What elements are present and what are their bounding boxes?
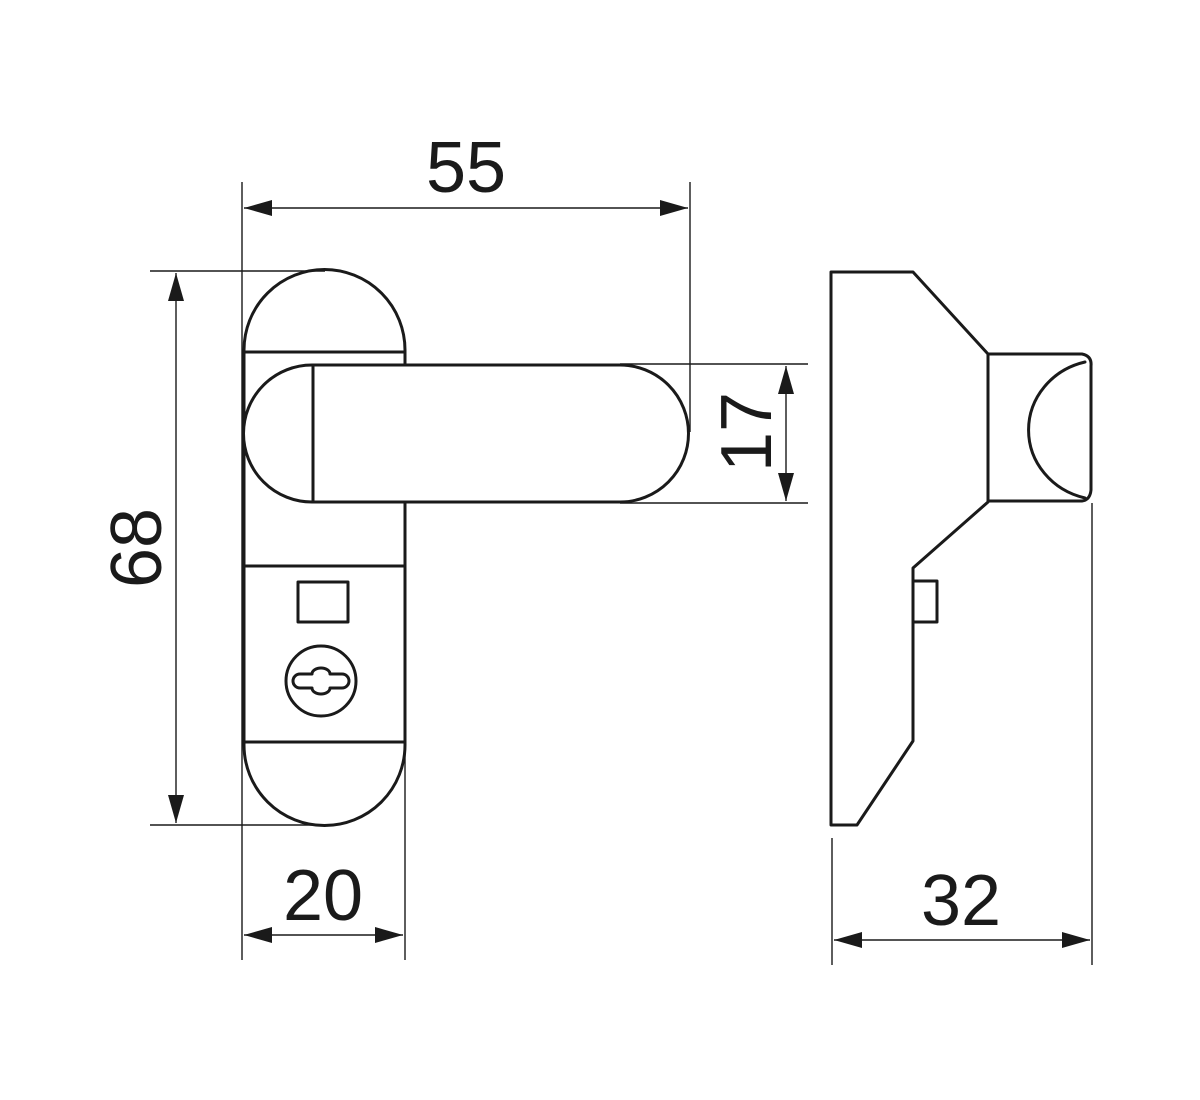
- side-latch-tab: [911, 579, 939, 624]
- side-handle-stub: [986, 352, 1093, 503]
- dimension-17: 17: [620, 363, 808, 504]
- arrow-17-top: [778, 366, 794, 394]
- dimension-label-68: 68: [97, 508, 177, 588]
- dimension-label-17: 17: [707, 392, 787, 472]
- arrow-55-left: [244, 200, 272, 216]
- keyhole-icon: [291, 666, 351, 696]
- arrow-20-left: [244, 927, 272, 943]
- arrow-32-right: [1062, 932, 1090, 948]
- dimension-20: 20: [244, 745, 406, 960]
- arrow-55-right: [660, 200, 688, 216]
- dimension-label-55: 55: [426, 128, 506, 208]
- dimension-55: 55: [241, 128, 691, 960]
- lock-indicator-square: [296, 580, 350, 624]
- side-handle-scoop: [1027, 360, 1087, 500]
- arrow-32-left: [834, 932, 862, 948]
- dimension-32: 32: [831, 503, 1093, 965]
- arrow-17-bottom: [778, 473, 794, 501]
- front-view: [242, 268, 690, 827]
- dimension-label-32: 32: [921, 861, 1001, 941]
- dimension-label-20: 20: [283, 856, 363, 936]
- lever-handle: [242, 363, 690, 504]
- arrow-20-right: [375, 927, 403, 943]
- side-body: [829, 270, 990, 827]
- dimension-68: 68: [97, 270, 325, 826]
- key-cylinder: [284, 644, 358, 718]
- arrow-68-top: [168, 273, 184, 301]
- arrow-68-bottom: [168, 795, 184, 823]
- side-view: [829, 270, 1093, 827]
